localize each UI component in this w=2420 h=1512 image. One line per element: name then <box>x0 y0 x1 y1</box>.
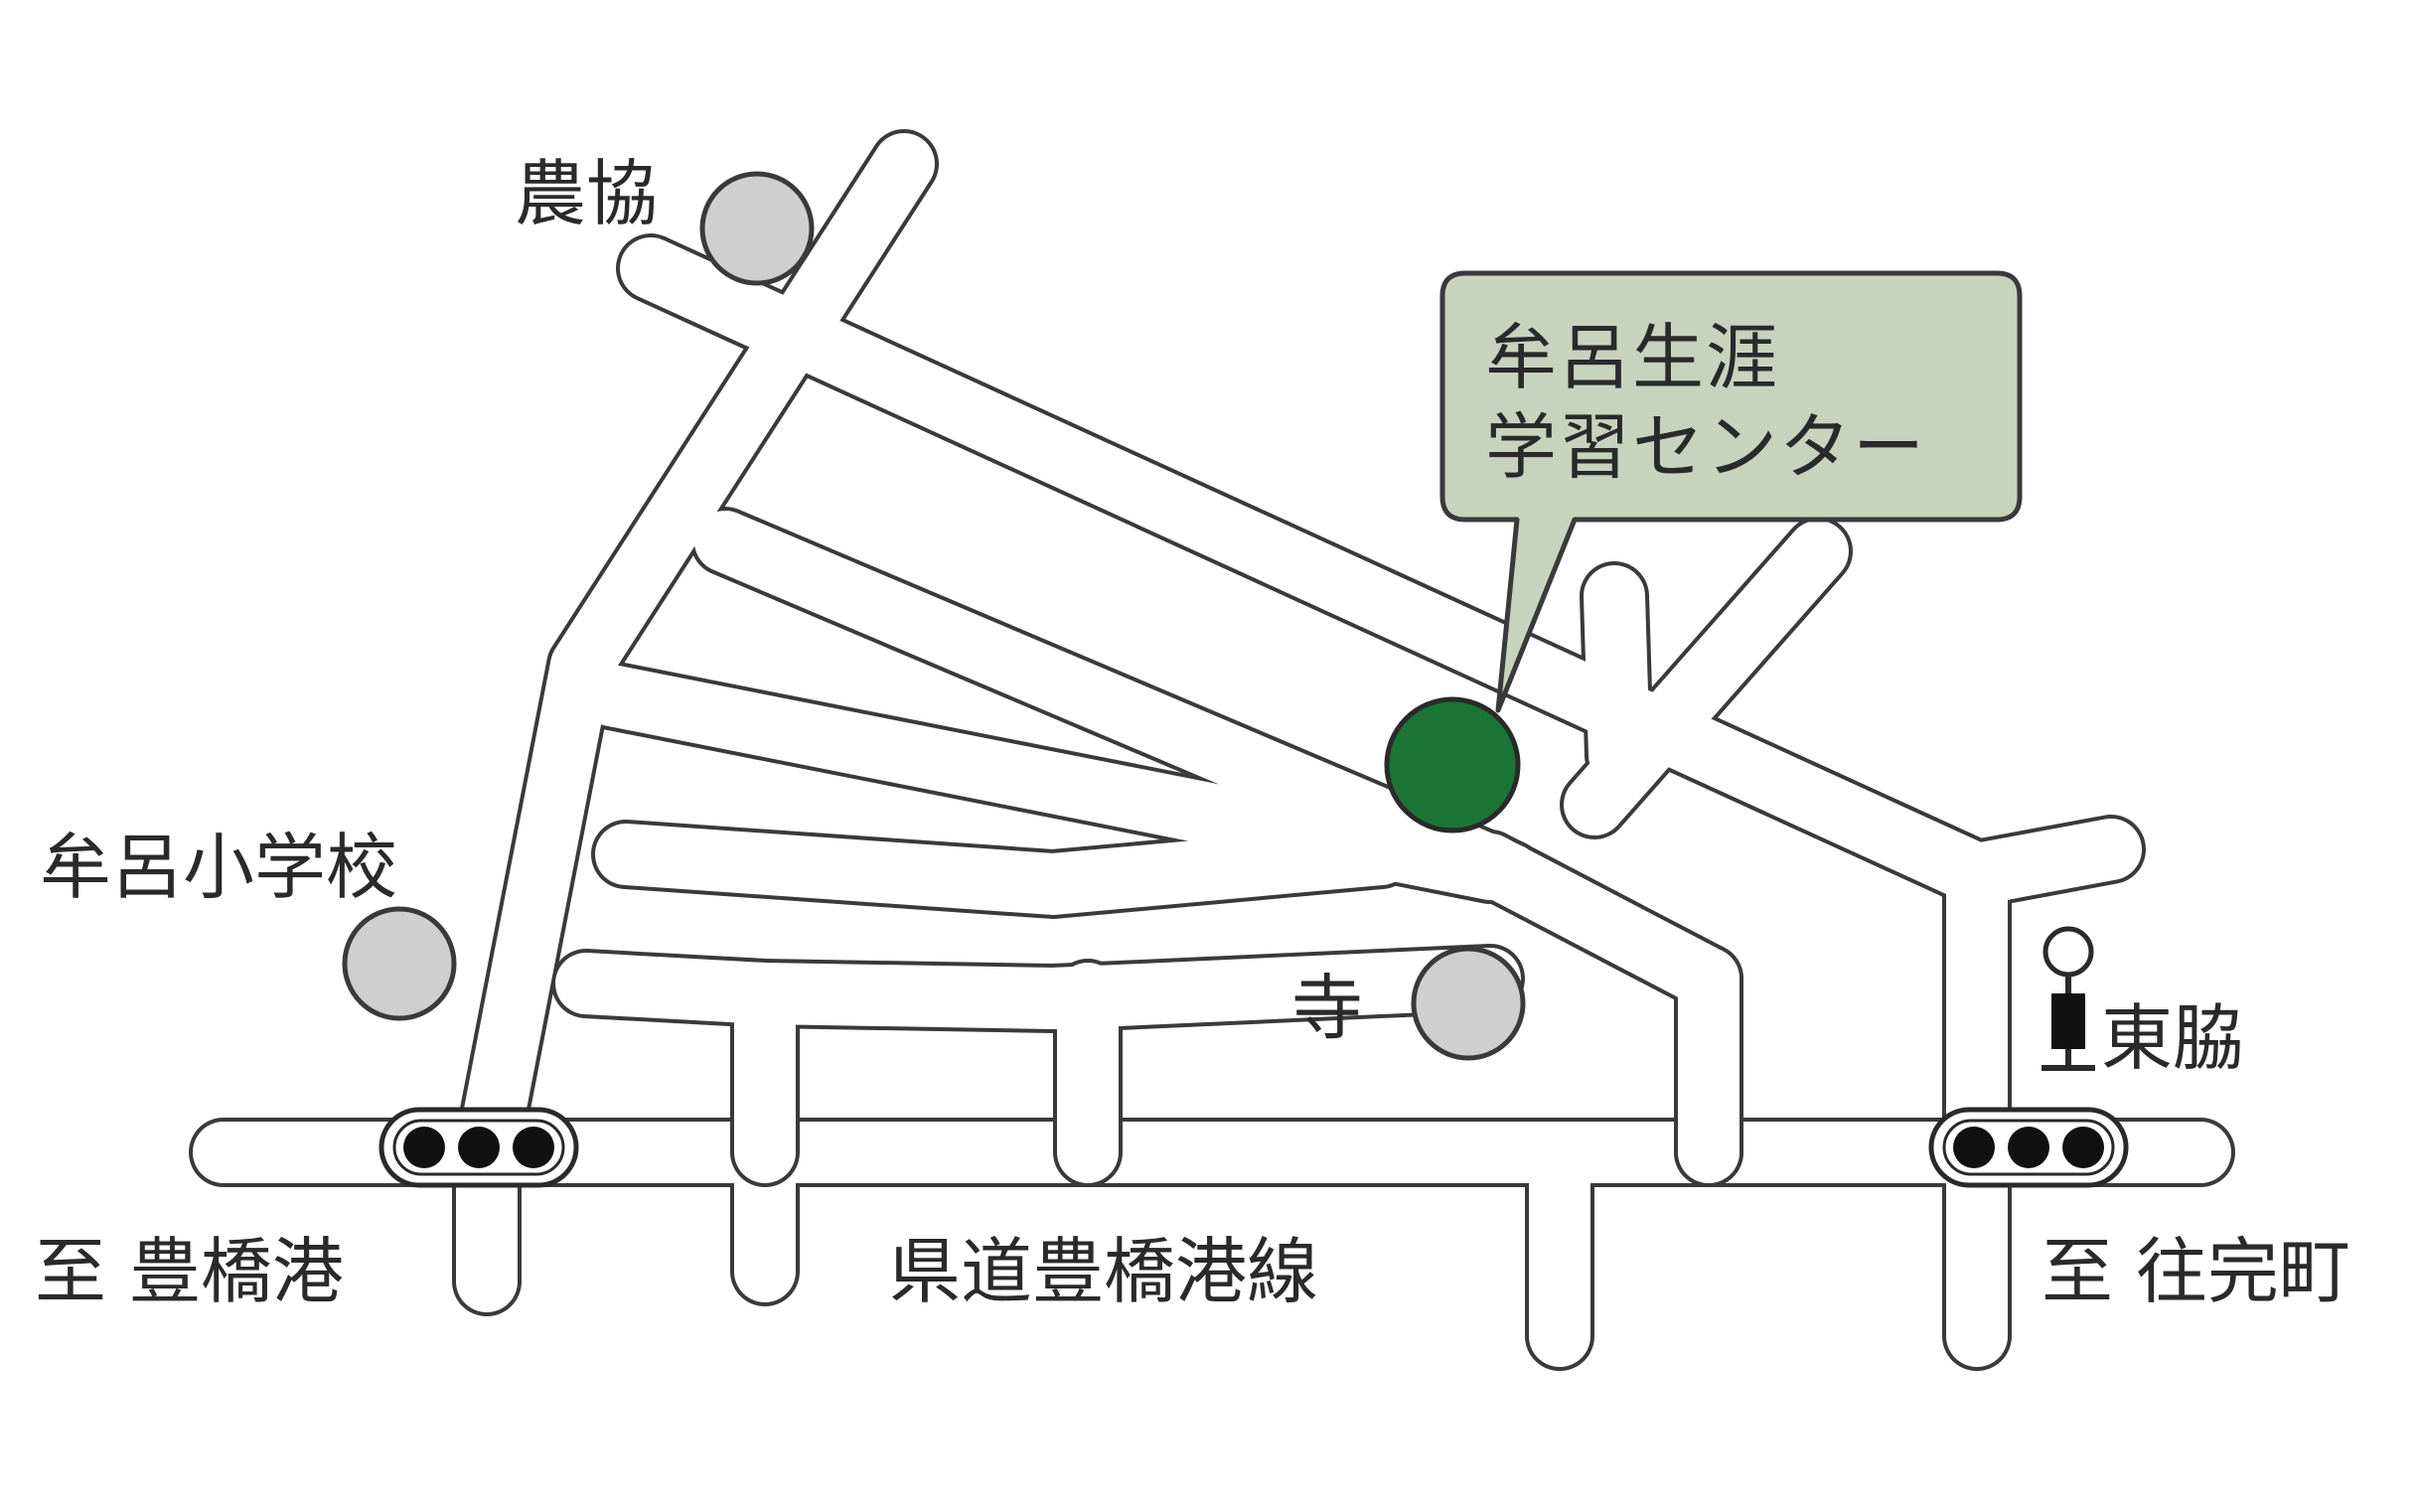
school-marker <box>342 906 457 1021</box>
bus-stop-label: 東脇 <box>2101 996 2244 1080</box>
to-toyohashi-port-label: 至 豊橋港 <box>35 1230 344 1313</box>
nokyo-marker <box>699 171 815 286</box>
target-location-marker <box>1384 696 1521 833</box>
traffic-signal-east <box>1928 1107 2129 1188</box>
temple-label: 寺 <box>1291 967 1363 1050</box>
to-oukan-town-label: 至 往完町 <box>2042 1230 2350 1313</box>
target-name-line1: 牟呂生涯 <box>1485 316 1779 399</box>
temple-marker <box>1411 946 1526 1061</box>
prefectural-road-label: 県道豊橋港線 <box>889 1230 1318 1313</box>
nokyo-label: 農協 <box>515 152 658 235</box>
target-callout: 牟呂生涯 学習センター <box>1439 270 2023 713</box>
target-name-line2: 学習センター <box>1485 405 1926 489</box>
traffic-signal-west <box>378 1107 579 1188</box>
local-roads <box>452 129 2146 1187</box>
bus-stop-icon <box>2042 926 2095 1071</box>
school-label: 牟呂小学校 <box>40 826 397 909</box>
